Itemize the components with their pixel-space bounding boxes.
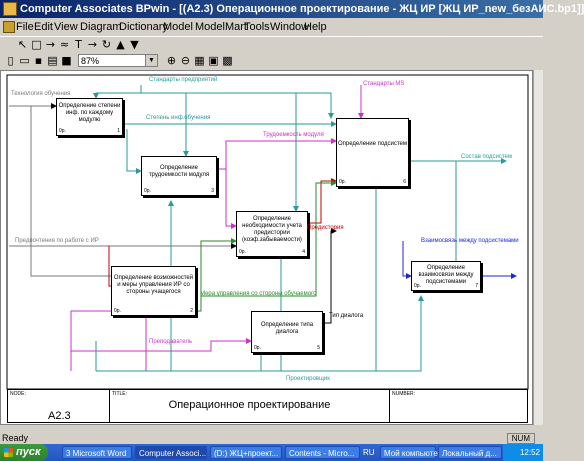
save-icon[interactable]: ▪ — [34, 54, 43, 67]
go-down-icon[interactable]: ▼ — [130, 38, 139, 51]
menu-edit[interactable]: Edit — [34, 21, 53, 33]
process-box-2[interactable]: Определение возможностей и меры управлен… — [111, 266, 196, 316]
menu-bar: File Edit View Diagram Dictionary Model … — [0, 18, 543, 36]
menu-dictionary[interactable]: Dictionary — [119, 21, 168, 33]
zoom-out-icon[interactable]: ⊖ — [180, 54, 191, 67]
taskbar-explorer[interactable]: (D:) ЖЦ+проект... — [210, 446, 282, 459]
process-box-7[interactable]: Определение взаимосвязи между подсистема… — [411, 261, 481, 291]
drawing-toolbar: ↖ □ → ≈ T → ↻ ▲ ▼ — [0, 36, 543, 53]
arrow-label-degree-inf[interactable]: Степень инф.обучения — [146, 115, 211, 121]
model-explorer-icon[interactable]: ▦ — [194, 54, 205, 67]
arrow-label-subsystem-links[interactable]: Взаимосвязь между подсистемами — [421, 238, 519, 244]
menu-diagram[interactable]: Diagram — [80, 21, 122, 33]
report-icon[interactable]: ▣ — [208, 54, 219, 67]
tunnel-tool-icon[interactable]: → — [87, 38, 98, 51]
diagram-canvas[interactable]: Определение степени инф. по каждому моду… — [0, 70, 533, 425]
arrow-label-prehistory[interactable]: Предистория — [307, 225, 344, 231]
arrow-label-dialog-type[interactable]: Тип диалога — [329, 313, 364, 319]
color-icon[interactable]: ■ — [61, 54, 72, 67]
vertical-scrollbar[interactable] — [533, 70, 543, 425]
node-cell: NODE: A2.3 — [8, 390, 110, 422]
menu-window[interactable]: Window — [270, 21, 310, 33]
process-box-5[interactable]: Определение типа диалога 0р. 5 — [251, 311, 323, 353]
menu-view[interactable]: View — [54, 21, 78, 33]
zoom-in-icon[interactable]: ⊕ — [166, 54, 177, 67]
system-tray: 12:52 — [503, 444, 543, 461]
taskbar-my-computer[interactable]: Мой компьютер — [380, 446, 442, 459]
window-title: Computer Associates BPwin - [(A2.3) Опер… — [20, 3, 584, 15]
taskbar-contents[interactable]: Contents - Micro... — [285, 446, 360, 459]
menu-tools[interactable]: Tools — [244, 21, 270, 33]
bpwin-app-icon — [3, 2, 17, 16]
taskbar-bpwin[interactable]: Computer Associ... — [135, 446, 207, 459]
arrow-label-labor-module[interactable]: Трудоемкость модуля — [263, 132, 324, 138]
rotate-tool-icon[interactable]: ↻ — [101, 38, 112, 51]
arrow-label-tech-learning[interactable]: Технология обучения — [11, 91, 71, 97]
arrow-label-standards-enterprise[interactable]: Стандарты предприятий — [149, 77, 218, 83]
arrow-label-teacher[interactable]: Преподаватель — [149, 339, 193, 345]
menu-help[interactable]: Help — [304, 21, 327, 33]
arrow-label-subsystem-composition[interactable]: Состав подсистем — [461, 154, 512, 160]
taskbar-local-disk[interactable]: Локальный д... — [438, 446, 502, 459]
taskbar-word[interactable]: 3 Microsoft Word — [62, 446, 132, 459]
process-box-3[interactable]: Определение трудоемкости модуля 0р. 3 — [141, 156, 217, 196]
standard-toolbar: ▯ ▭ ▪ ▤ ■ 87% ▼ ⊕ ⊖ ▦ ▣ ▩ — [0, 53, 543, 69]
document-icon[interactable] — [3, 21, 15, 33]
windows-logo-icon — [4, 448, 13, 457]
modelmart-icon[interactable]: ▩ — [222, 54, 233, 67]
arrow-tool-icon[interactable]: → — [45, 38, 56, 51]
arrow-label-standards-ms[interactable]: Стандарты МS — [363, 81, 405, 87]
go-up-icon[interactable]: ▲ — [116, 38, 125, 51]
num-lock-indicator: NUM — [506, 433, 535, 444]
squiggle-tool-icon[interactable]: ≈ — [59, 38, 70, 51]
status-text: Ready — [2, 433, 29, 443]
pointer-tool-icon[interactable]: ↖ — [17, 38, 28, 51]
taskbar: пуск 3 Microsoft Word Computer Associ...… — [0, 444, 543, 461]
zoom-select[interactable]: 87% ▼ — [78, 54, 158, 67]
chevron-down-icon: ▼ — [145, 55, 157, 66]
process-box-6[interactable]: Определение подсистем 0р. 6 — [336, 118, 409, 187]
open-file-icon[interactable]: ▭ — [19, 54, 30, 67]
menu-model[interactable]: Model — [163, 21, 193, 33]
box-tool-icon[interactable]: □ — [31, 38, 42, 51]
new-file-icon[interactable]: ▯ — [7, 54, 14, 67]
menu-file[interactable]: File — [16, 21, 34, 33]
arrow-label-designer[interactable]: Проектировщик — [286, 376, 330, 382]
process-box-4[interactable]: Определение необходимости учета предисто… — [236, 211, 308, 257]
connector-lines — [6, 74, 529, 390]
print-icon[interactable]: ▤ — [47, 54, 58, 67]
title-cell: TITLE: Операционное проектирование — [110, 390, 390, 422]
status-bar: Ready NUM — [0, 433, 543, 444]
number-cell: NUMBER: — [392, 391, 416, 397]
process-box-1[interactable]: Определение степени инф. по каждому моду… — [56, 98, 123, 136]
text-tool-icon[interactable]: T — [75, 38, 82, 51]
arrow-label-control-measure[interactable]: Мера управления со стороны обучаемого — [200, 291, 317, 297]
diagram-footer: NODE: A2.3 TITLE: Операционное проектиро… — [7, 389, 528, 423]
arrow-label-user-prefs[interactable]: Предпочтения по работе с ИР — [15, 238, 99, 244]
language-indicator[interactable]: RU — [363, 448, 375, 457]
start-button[interactable]: пуск — [0, 444, 48, 461]
horizontal-scrollbar[interactable] — [0, 425, 543, 433]
title-bar: Computer Associates BPwin - [(A2.3) Опер… — [0, 0, 584, 18]
clock: 12:52 — [519, 448, 540, 457]
menu-modelmart[interactable]: ModelMart — [195, 21, 247, 33]
